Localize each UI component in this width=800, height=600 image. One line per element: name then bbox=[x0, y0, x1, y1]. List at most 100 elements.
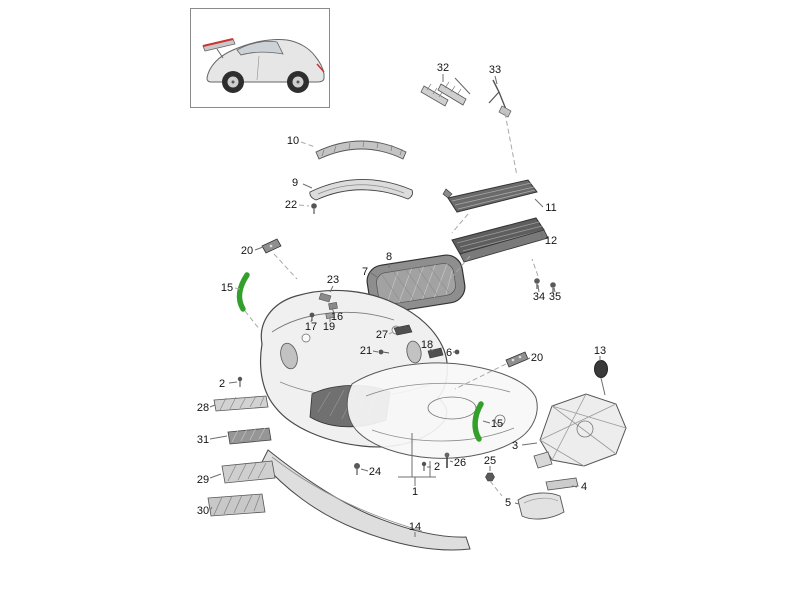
leader-line bbox=[454, 363, 507, 390]
part-label-19[interactable]: 19 bbox=[323, 321, 335, 333]
part-label-33[interactable]: 33 bbox=[489, 64, 501, 76]
vehicle-thumbnail bbox=[202, 38, 325, 93]
leader-line bbox=[302, 183, 313, 189]
part-33-bracket bbox=[488, 79, 512, 118]
leader-line bbox=[209, 506, 213, 511]
part-15-trim-right[interactable] bbox=[472, 401, 484, 442]
part-label-31[interactable]: 31 bbox=[197, 434, 209, 446]
part-label-30[interactable]: 30 bbox=[197, 505, 209, 517]
part-label-18[interactable]: 18 bbox=[421, 339, 433, 351]
leader-line bbox=[553, 287, 556, 293]
part-14-front-spoiler-lip bbox=[261, 449, 471, 551]
part-label-35[interactable]: 35 bbox=[549, 291, 561, 303]
part-19-clip bbox=[325, 311, 335, 319]
part-label-7[interactable]: 7 bbox=[362, 266, 368, 278]
leader-line bbox=[449, 460, 454, 463]
part-31-grille-strip bbox=[227, 427, 272, 445]
part-label-22[interactable]: 22 bbox=[285, 199, 297, 211]
part-label-34[interactable]: 34 bbox=[533, 291, 545, 303]
part-label-11[interactable]: 11 bbox=[545, 202, 556, 214]
leader-line bbox=[388, 330, 396, 335]
part-label-9[interactable]: 9 bbox=[292, 177, 298, 189]
part-label-28[interactable]: 28 bbox=[197, 402, 209, 414]
part-4-bracket bbox=[545, 477, 579, 491]
part-label-5[interactable]: 5 bbox=[505, 497, 511, 509]
leader-line bbox=[494, 75, 498, 85]
part-label-6[interactable]: 6 bbox=[446, 347, 452, 359]
leader-line bbox=[244, 310, 261, 331]
leader-line bbox=[310, 317, 313, 323]
leader-line bbox=[504, 112, 518, 177]
leader-line bbox=[526, 357, 531, 360]
leader-line bbox=[531, 258, 539, 277]
part-15-trim-left[interactable] bbox=[236, 272, 250, 312]
part-label-2[interactable]: 2 bbox=[434, 461, 440, 473]
part-label-25[interactable]: 25 bbox=[484, 455, 496, 467]
part-7-center-grille bbox=[366, 254, 466, 314]
part-20-bracket-left bbox=[261, 238, 282, 254]
part-26-screw bbox=[444, 452, 450, 468]
part-35-screw bbox=[550, 282, 556, 293]
part-label-26[interactable]: 26 bbox=[454, 457, 466, 469]
leader-line bbox=[228, 381, 238, 384]
part-label-16[interactable]: 16 bbox=[331, 311, 343, 323]
leader-line bbox=[540, 231, 544, 241]
part-label-20[interactable]: 20 bbox=[241, 245, 253, 257]
part-label-12[interactable]: 12 bbox=[545, 235, 557, 247]
part-24-screw bbox=[354, 463, 360, 475]
part-label-4[interactable]: 4 bbox=[581, 481, 587, 493]
part-label-15[interactable]: 15 bbox=[221, 282, 233, 294]
leader-line bbox=[370, 272, 378, 278]
leader-line bbox=[300, 141, 316, 148]
part-34-screw bbox=[534, 278, 540, 289]
leader-line bbox=[514, 502, 520, 505]
part-32-bracket-pair bbox=[420, 77, 471, 107]
part-label-14[interactable]: 14 bbox=[409, 521, 421, 533]
part-3-support-bracket bbox=[533, 393, 627, 469]
part-12-air-duct-panel bbox=[451, 217, 549, 263]
leader-line bbox=[234, 287, 241, 290]
leader-line bbox=[489, 480, 503, 497]
part-label-10[interactable]: 10 bbox=[287, 135, 299, 147]
part-label-2[interactable]: 2 bbox=[219, 378, 225, 390]
part-label-15[interactable]: 15 bbox=[491, 418, 503, 430]
part-label-20[interactable]: 20 bbox=[531, 352, 543, 364]
part-label-3[interactable]: 3 bbox=[512, 440, 518, 452]
part-label-17[interactable]: 17 bbox=[305, 321, 317, 333]
part-label-23[interactable]: 23 bbox=[327, 274, 339, 286]
leader-line bbox=[571, 485, 578, 488]
part-6-clip bbox=[454, 349, 460, 355]
part-label-8[interactable]: 8 bbox=[386, 251, 392, 263]
part-label-27[interactable]: 27 bbox=[376, 329, 388, 341]
leader-lines-layer bbox=[209, 74, 606, 537]
leader-line bbox=[273, 253, 298, 280]
leader-line bbox=[331, 307, 335, 314]
part-11-air-duct-panel bbox=[442, 179, 538, 213]
part-30-grille-strip bbox=[207, 493, 266, 517]
leader-line bbox=[209, 435, 228, 440]
leader-line bbox=[537, 284, 540, 293]
part-16-clip bbox=[328, 302, 338, 310]
leader-line bbox=[360, 468, 369, 472]
part-label-24[interactable]: 24 bbox=[369, 466, 381, 478]
part-21-screw bbox=[378, 349, 390, 355]
part-2-clip-center bbox=[421, 461, 427, 471]
part-2-clip-left bbox=[237, 376, 243, 387]
leader-line bbox=[209, 473, 222, 479]
leader-line bbox=[534, 198, 544, 208]
vehicle-inset-box bbox=[190, 8, 330, 108]
part-label-21[interactable]: 21 bbox=[360, 345, 372, 357]
leader-line bbox=[451, 213, 469, 234]
part-1-bumper-cover-rear bbox=[346, 362, 538, 459]
leader-line bbox=[482, 420, 491, 424]
part-label-1[interactable]: 1 bbox=[412, 486, 418, 498]
part-10-seal-strip bbox=[315, 140, 407, 160]
part-label-29[interactable]: 29 bbox=[197, 474, 209, 486]
part-label-32[interactable]: 32 bbox=[437, 62, 449, 74]
leader-line bbox=[372, 350, 379, 353]
leader-line bbox=[521, 442, 538, 446]
part-label-13[interactable]: 13 bbox=[594, 345, 606, 357]
part-22-screw bbox=[311, 203, 317, 214]
